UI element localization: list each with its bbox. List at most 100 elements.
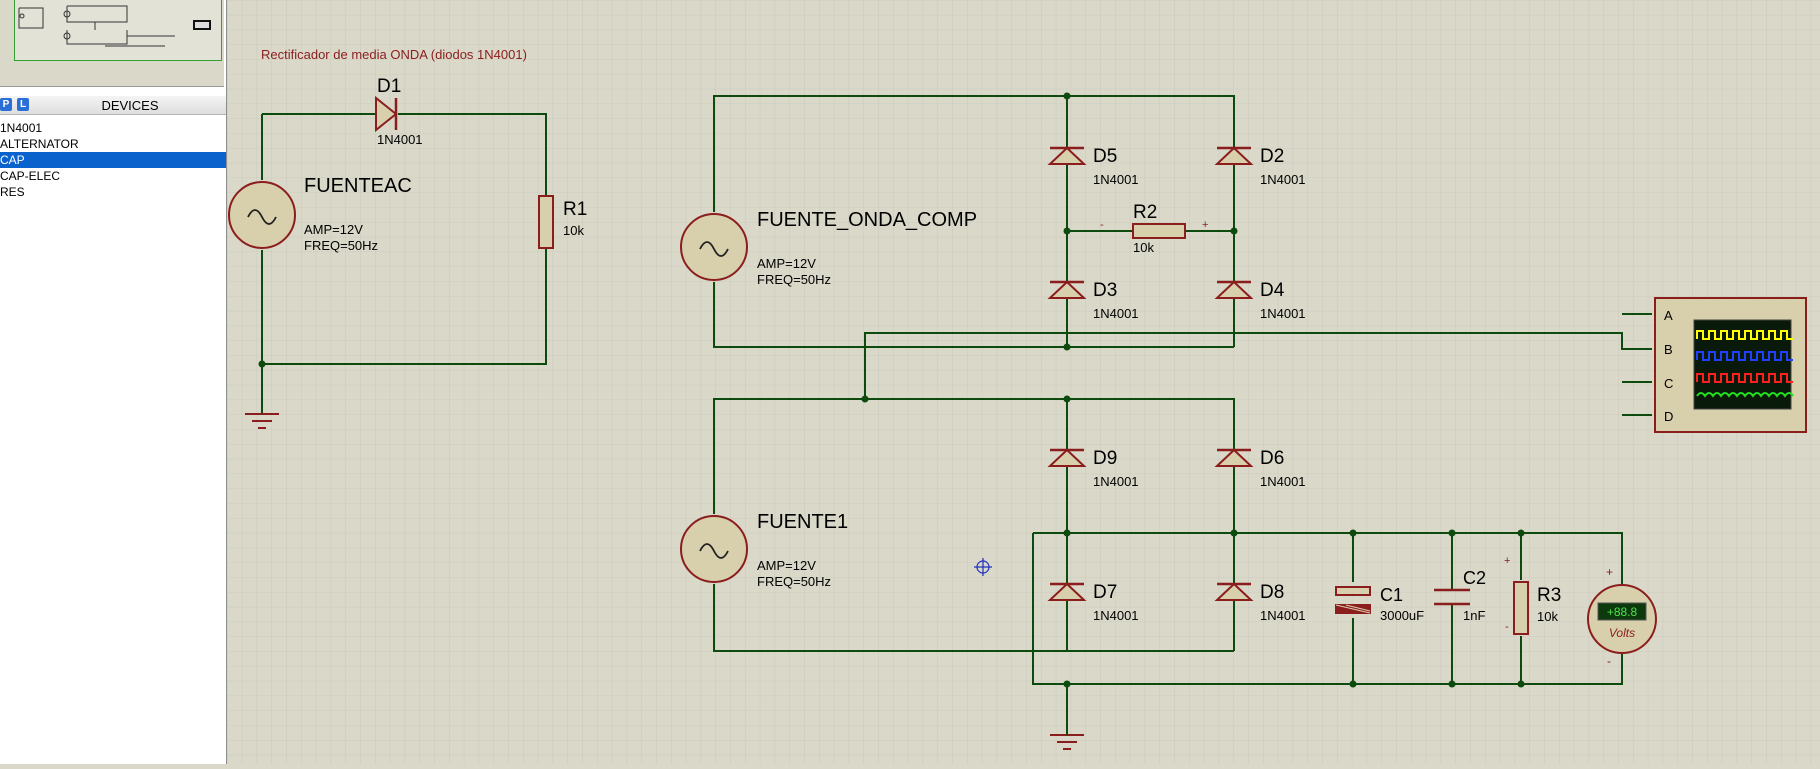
source-freq: FREQ=50Hz bbox=[304, 238, 378, 253]
diode-label: D4 bbox=[1260, 280, 1285, 301]
source-amp: AMP=12V bbox=[304, 222, 363, 237]
diode-value: 1N4001 bbox=[1093, 474, 1139, 489]
voltmeter-minus: - bbox=[1607, 654, 1611, 668]
diode-d7[interactable]: D7 1N4001 bbox=[1047, 582, 1139, 623]
sine-wave-icon bbox=[699, 241, 729, 257]
devices-title: DEVICES bbox=[101, 98, 159, 113]
source-amp: AMP=12V bbox=[757, 558, 816, 573]
c1-value: 3000uF bbox=[1380, 608, 1424, 623]
ac-sources: FUENTEACAMP=12VFREQ=50HzFUENTE_ONDA_COMP… bbox=[228, 175, 977, 589]
scope-channel-d: D bbox=[1664, 409, 1673, 424]
overview-window[interactable] bbox=[0, 0, 224, 87]
diode-d2[interactable]: D2 1N4001 bbox=[1214, 146, 1306, 187]
diode-label: D3 bbox=[1093, 280, 1117, 301]
r2-plus-mark: + bbox=[1202, 219, 1208, 231]
scope-channel-c: C bbox=[1664, 376, 1673, 391]
crosshair-cursor-icon bbox=[974, 558, 992, 576]
r3-plus-mark: + bbox=[1504, 555, 1510, 567]
schematic-canvas[interactable]: Rectificador de media ONDA (diodos 1N400… bbox=[227, 0, 1820, 764]
device-list-item[interactable]: CAP-ELEC bbox=[0, 169, 61, 183]
source-freq: FREQ=50Hz bbox=[757, 574, 831, 589]
c2-label: C2 bbox=[1463, 568, 1486, 588]
diode-value: 1N4001 bbox=[1260, 474, 1306, 489]
diode-label: D5 bbox=[1093, 146, 1117, 167]
scope-channel-a: A bbox=[1664, 308, 1673, 323]
schematic-drawing[interactable]: Rectificador de media ONDA (diodos 1N400… bbox=[227, 0, 1820, 764]
resistor-label: R2 bbox=[1133, 202, 1157, 223]
c1-label: C1 bbox=[1380, 585, 1403, 605]
polarity-marks: - + + - bbox=[1100, 219, 1510, 633]
scope-trace bbox=[1696, 351, 1793, 361]
oscilloscope-traces bbox=[1696, 330, 1794, 398]
sine-wave-icon bbox=[699, 543, 729, 559]
scope-channel-b: B bbox=[1664, 342, 1673, 357]
voltmeter-label: Volts bbox=[1609, 626, 1635, 640]
device-list-item[interactable]: CAP bbox=[0, 152, 226, 168]
overview-thumbnail bbox=[18, 5, 211, 47]
diode-d3[interactable]: D3 1N4001 bbox=[1047, 280, 1139, 321]
diode-label: D8 bbox=[1260, 582, 1284, 603]
scope-trace bbox=[1696, 373, 1793, 383]
resistor-value: 10k bbox=[563, 223, 584, 238]
overview-frame[interactable] bbox=[14, 0, 222, 61]
diode-label: D2 bbox=[1260, 146, 1284, 167]
capacitor-c1[interactable]: C1 3000uF bbox=[1335, 585, 1424, 623]
schematic-title: Rectificador de media ONDA (diodos 1N400… bbox=[261, 47, 527, 62]
voltmeter-display bbox=[1597, 602, 1647, 621]
c2-value: 1nF bbox=[1463, 608, 1485, 623]
diode-label: D1 bbox=[377, 76, 401, 97]
diodes: D11N4001D51N4001D21N4001D31N4001D41N4001… bbox=[375, 76, 1306, 623]
resistor-label: R3 bbox=[1537, 585, 1561, 606]
library-manager-button[interactable]: L bbox=[17, 98, 29, 111]
voltmeter-plus: + bbox=[1606, 565, 1613, 579]
diode-d4[interactable]: D4 1N4001 bbox=[1214, 280, 1306, 321]
device-list-item[interactable]: RES bbox=[0, 185, 25, 199]
diode-value: 1N4001 bbox=[1093, 608, 1139, 623]
sine-wave-icon bbox=[247, 209, 277, 225]
diode-value: 1N4001 bbox=[1093, 172, 1139, 187]
capacitor-c2[interactable]: C2 1nF bbox=[1434, 568, 1486, 623]
diode-label: D9 bbox=[1093, 448, 1117, 469]
r3-minus-mark: - bbox=[1505, 621, 1509, 633]
diode-d9[interactable]: D9 1N4001 bbox=[1047, 448, 1139, 489]
devices-header: P L DEVICES bbox=[0, 96, 226, 115]
diode-label: D6 bbox=[1260, 448, 1284, 469]
oscilloscope[interactable]: A B C D bbox=[1654, 297, 1807, 433]
r2-minus-mark: - bbox=[1100, 219, 1104, 231]
pick-devices-button[interactable]: P bbox=[0, 98, 12, 111]
diode-d5[interactable]: D5 1N4001 bbox=[1047, 146, 1139, 187]
diode-value: 1N4001 bbox=[1260, 306, 1306, 321]
voltmeter-reading: +88.8 bbox=[1607, 605, 1638, 619]
diode-d1[interactable]: D1 1N4001 bbox=[375, 76, 423, 147]
diode-d6[interactable]: D6 1N4001 bbox=[1214, 448, 1306, 489]
diode-value: 1N4001 bbox=[377, 132, 423, 147]
source-name: FUENTEAC bbox=[304, 175, 412, 197]
diode-value: 1N4001 bbox=[1260, 172, 1306, 187]
source-name: FUENTE1 bbox=[757, 511, 848, 533]
device-list-item[interactable]: ALTERNATOR bbox=[0, 137, 79, 151]
grid bbox=[227, 0, 1820, 764]
dc-voltmeter[interactable]: +88.8 Volts + - bbox=[1587, 565, 1657, 668]
diode-label: D7 bbox=[1093, 582, 1117, 603]
resistor-label: R1 bbox=[563, 199, 587, 220]
resistor-r2[interactable]: R2 10k bbox=[1132, 202, 1186, 255]
diode-value: 1N4001 bbox=[1093, 306, 1139, 321]
device-list-item[interactable]: 1N4001 bbox=[0, 121, 43, 135]
scope-trace bbox=[1696, 392, 1794, 398]
diode-value: 1N4001 bbox=[1260, 608, 1306, 623]
diode-d8[interactable]: D8 1N4001 bbox=[1214, 582, 1306, 623]
resistor-value: 10k bbox=[1537, 609, 1558, 624]
resistor-value: 10k bbox=[1133, 240, 1154, 255]
source-freq: FREQ=50Hz bbox=[757, 272, 831, 287]
junctions bbox=[258, 92, 1525, 688]
wires bbox=[261, 95, 1652, 728]
source-name: FUENTE_ONDA_COMP bbox=[757, 209, 977, 231]
